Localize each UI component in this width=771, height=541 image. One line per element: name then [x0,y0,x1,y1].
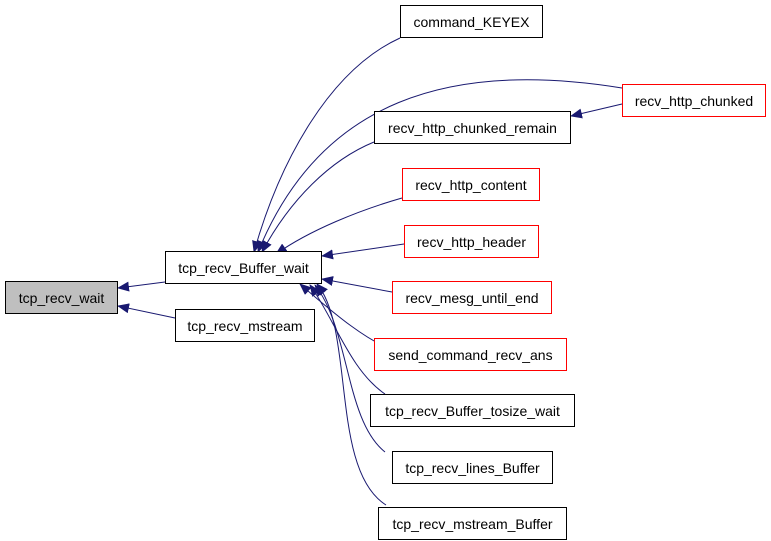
node-recv-http-chunked-remain[interactable]: recv_http_chunked_remain [374,111,571,144]
edge-http-content-to-buffer-wait [275,197,403,255]
node-recv-http-content[interactable]: recv_http_content [402,168,540,201]
edge-http-chunked-to-chunked-remain [570,103,623,119]
node-tcp-recv-lines-buffer[interactable]: tcp_recv_lines_Buffer [392,451,553,484]
edge-http-header-to-buffer-wait [321,243,405,260]
node-tcp-recv-buffer-wait[interactable]: tcp_recv_Buffer_wait [165,251,322,284]
edge-mstream-to-recv-wait [117,303,176,319]
node-tcp-recv-mstream[interactable]: tcp_recv_mstream [175,309,315,342]
edge-chunked-remain-to-buffer-wait [261,141,375,253]
node-tcp-recv-mstream-buffer[interactable]: tcp_recv_mstream_Buffer [378,507,567,540]
node-recv-mesg-until-end[interactable]: recv_mesg_until_end [392,281,552,314]
edge-buffer-wait-to-recv-wait [117,281,166,292]
edge-mstream-buffer-to-buffer-wait [316,283,387,506]
node-tcp-recv-buffer-tosize-wait[interactable]: tcp_recv_Buffer_tosize_wait [370,394,575,427]
node-recv-http-header[interactable]: recv_http_header [404,225,539,258]
edge-keyex-to-buffer-wait [252,37,401,253]
node-recv-http-chunked[interactable]: recv_http_chunked [622,84,766,117]
edge-http-chunked-to-buffer-wait [257,79,623,253]
edge-lines-buffer-to-buffer-wait [314,284,386,453]
node-send-command-recv-ans[interactable]: send_command_recv_ans [374,338,567,371]
edge-mesg-until-end-to-buffer-wait [321,276,393,293]
edge-tosize-wait-to-buffer-wait [309,284,386,395]
node-tcp-recv-wait[interactable]: tcp_recv_wait [5,281,118,314]
node-command-keyex[interactable]: command_KEYEX [400,5,543,38]
